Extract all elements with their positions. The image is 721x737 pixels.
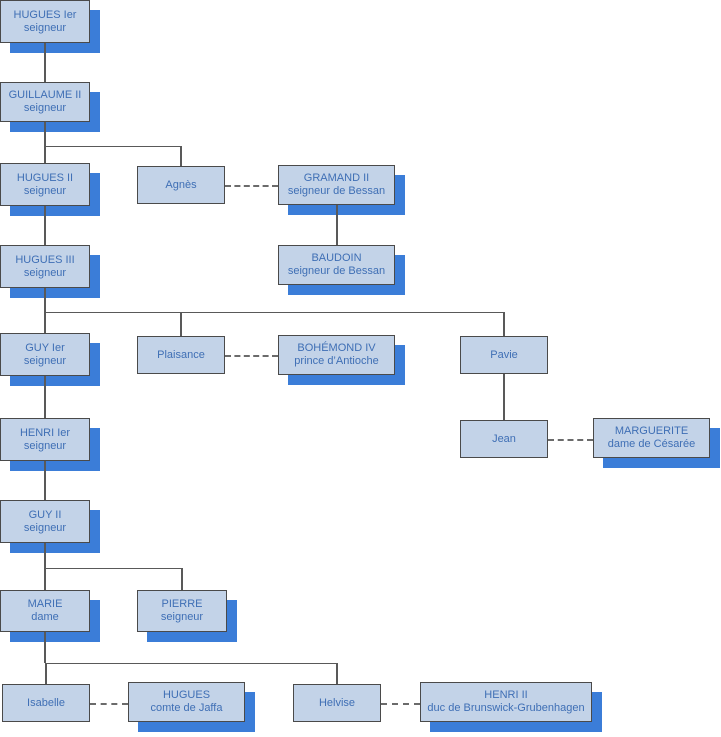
connector-guillaume2-drop: [44, 122, 46, 146]
marriage-link-helvise-henri2: [381, 703, 420, 705]
node-title: BAUDOIN: [311, 252, 362, 264]
node-title: Helvise: [318, 696, 356, 709]
connector-marie-branch: [45, 663, 337, 664]
connector-to-plaisance: [180, 312, 182, 336]
node-jean[interactable]: Jean: [460, 420, 548, 458]
node-subtitle: prince d’Antioche: [294, 355, 379, 367]
node-title: GUILLAUME II: [8, 89, 82, 101]
connector-gramand2-baudoin: [335, 205, 338, 245]
node-title: Pavie: [490, 348, 518, 361]
marriage-link-jean-marguerite: [548, 439, 593, 441]
connector-hugues2-hugues3: [44, 206, 46, 245]
node-title: HUGUES: [162, 689, 211, 701]
connector-pavie-jean: [503, 374, 505, 420]
node-subtitle: seigneur: [23, 184, 67, 197]
node-title: Isabelle: [27, 696, 65, 709]
connector-to-agnes: [180, 146, 182, 166]
connector-marie-drop: [44, 632, 46, 663]
node-title: PIERRE: [161, 598, 203, 610]
connector-to-guy1: [44, 312, 46, 333]
connector-guy2-drop: [44, 543, 46, 568]
connector-to-pierre: [181, 568, 183, 590]
node-subtitle: seigneur de Bessan: [287, 185, 386, 197]
node-subtitle: duc de Brunswick-Grubenhagen: [427, 702, 585, 714]
node-title: Jean: [492, 432, 516, 445]
node-plaisance[interactable]: Plaisance: [137, 336, 225, 374]
node-isabelle[interactable]: Isabelle: [2, 684, 90, 722]
node-title: MARGUERITE: [614, 425, 689, 437]
node-title: Agnès: [165, 178, 197, 191]
node-title: HUGUES III: [15, 253, 75, 266]
connector-to-marie: [44, 568, 46, 590]
node-subtitle: seigneur: [23, 354, 67, 367]
marriage-link-plaisance-bohemond4: [225, 355, 278, 357]
node-subtitle: seigneur: [23, 266, 67, 279]
connector-henri1-guy2: [44, 461, 46, 500]
node-subtitle: seigneur: [23, 521, 67, 534]
node-title: HUGUES II: [16, 171, 74, 184]
node-pavie[interactable]: Pavie: [460, 336, 548, 374]
node-title: Plaisance: [157, 348, 205, 361]
connector-to-hugues2: [44, 146, 46, 163]
node-subtitle: comte de Jaffa: [150, 702, 223, 714]
connector-hugues1-guillaume2: [44, 43, 46, 82]
node-title: GRAMAND II: [303, 172, 370, 184]
node-subtitle: dame: [31, 611, 59, 623]
node-subtitle: dame de Césarée: [607, 438, 696, 450]
marriage-link-agnes-gramand2: [225, 185, 278, 187]
connector-hugues3-drop: [44, 288, 46, 312]
node-agnes[interactable]: Agnès: [137, 166, 225, 204]
connector-hugues3-branch: [45, 312, 504, 313]
node-subtitle: seigneur: [23, 439, 67, 452]
node-subtitle: seigneur: [23, 102, 67, 114]
connector-to-pavie: [503, 312, 505, 336]
marriage-link-isabelle-hugues_jaffa: [90, 703, 128, 705]
node-title: HUGUES Ier: [13, 8, 77, 21]
connector-guillaume2-branch: [45, 146, 181, 147]
connector-to-helvise: [336, 663, 338, 684]
node-subtitle: seigneur: [160, 611, 204, 623]
node-title: MARIE: [27, 598, 63, 610]
node-title: GUY II: [28, 508, 62, 521]
connector-to-isabelle: [45, 663, 47, 684]
node-subtitle: seigneur: [23, 21, 67, 34]
connector-guy2-branch: [45, 568, 182, 569]
node-title: BOHÉMOND IV: [297, 342, 376, 354]
node-helvise[interactable]: Helvise: [293, 684, 381, 722]
node-title: GUY Ier: [25, 341, 65, 354]
node-subtitle: seigneur de Bessan: [287, 265, 386, 277]
node-title: HENRI II: [484, 689, 528, 701]
node-title: HENRI Ier: [19, 426, 71, 439]
connector-guy1-henri1: [44, 376, 46, 418]
